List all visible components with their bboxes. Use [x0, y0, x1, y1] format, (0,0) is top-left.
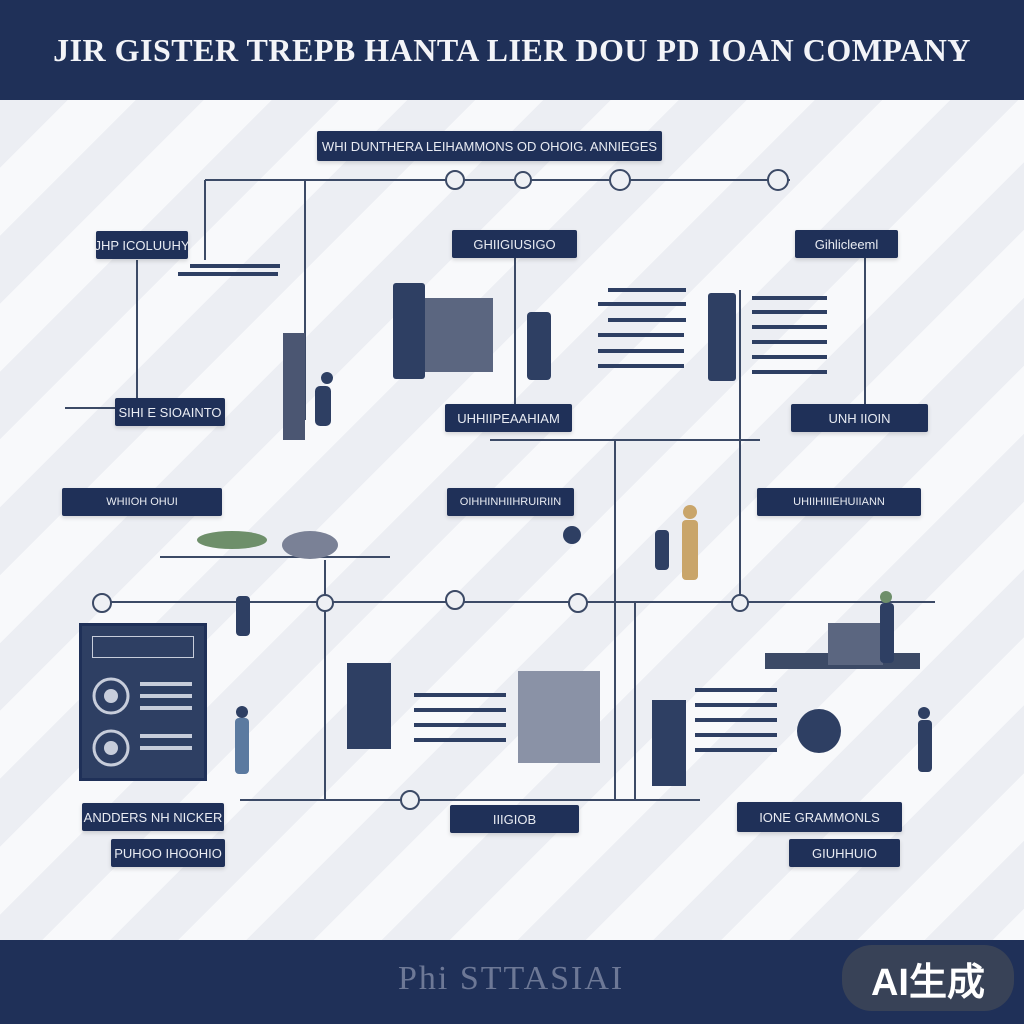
people-figures — [235, 372, 932, 774]
gear-icon-core — [104, 741, 118, 755]
text-line — [608, 288, 686, 292]
panel-graphics — [92, 677, 192, 767]
text-line — [598, 364, 684, 368]
phone-icon-1 — [393, 283, 425, 379]
node-7 — [445, 590, 465, 610]
label-top-center: GHIIGIUSIGO — [452, 230, 577, 258]
top-banner: WHI DUNTHERA LEIHAMMONS OD OHOIG. ANNIEG… — [317, 131, 662, 161]
node-10 — [400, 790, 420, 810]
label-top-left: JHP ICOLUUHY — [96, 231, 188, 259]
person-icon — [880, 603, 894, 663]
label-lower-left: WHIIOH OHUI — [62, 488, 222, 516]
connector-lines — [65, 179, 935, 801]
label-bottom-center: IIIGIOB — [450, 805, 579, 833]
node-3 — [609, 169, 631, 191]
text-line — [598, 333, 684, 337]
text-line — [752, 340, 827, 344]
text-line — [414, 708, 506, 712]
text-line — [752, 355, 827, 359]
text-line — [190, 264, 280, 268]
text-line — [414, 723, 506, 727]
person-icon — [918, 720, 932, 772]
person-icon — [235, 718, 249, 774]
node-1 — [445, 170, 465, 190]
node-6 — [316, 594, 334, 612]
document-icon-2 — [652, 700, 686, 786]
text-line — [695, 748, 777, 752]
text-line — [608, 318, 686, 322]
label-lower-center: OIHHINHIIHRUIRIIN — [447, 488, 574, 516]
ai-generated-badge: AI生成 — [842, 945, 1014, 1011]
laptop-icon — [828, 623, 883, 665]
person-icon — [682, 520, 698, 580]
globe-icon — [797, 709, 841, 753]
gear-icon — [92, 729, 130, 767]
text-line — [752, 296, 827, 300]
person-icon — [321, 372, 333, 384]
text-line — [140, 694, 192, 698]
panel-header-bar — [92, 636, 194, 658]
person-icon — [683, 505, 697, 519]
header-bar: JIR GISTER TREPB HANTA LIER DOU PD IOAN … — [0, 0, 1024, 100]
plant-icon-1 — [197, 531, 267, 549]
text-line — [140, 706, 192, 710]
image-block-1 — [425, 298, 493, 372]
person-icon — [563, 526, 581, 544]
text-line — [752, 310, 827, 314]
map-icon — [518, 671, 600, 763]
text-line — [414, 693, 506, 697]
label-bottom-left-2: PUHOO IHOOHIO — [111, 839, 225, 867]
cloud-icon-1 — [282, 531, 338, 559]
person-icon — [918, 707, 930, 719]
label-lower-right: UHIIHIIIEHUIIANN — [757, 488, 921, 516]
text-line — [414, 738, 506, 742]
text-line — [140, 682, 192, 686]
text-line — [695, 703, 777, 707]
document-icons — [197, 283, 920, 786]
label-bottom-right-2: GIUHHUIO — [789, 839, 900, 867]
text-line-groups — [178, 264, 827, 752]
text-line — [598, 302, 686, 306]
node-2 — [514, 171, 532, 189]
label-mid-center: UHHIIPEAAHIAM — [445, 404, 572, 432]
label-mid-left: SIHI E SIOAINTO — [115, 398, 225, 426]
phone-icon-3 — [708, 293, 736, 381]
info-panel — [79, 623, 207, 781]
text-line — [598, 349, 684, 353]
node-5 — [92, 593, 112, 613]
text-line — [178, 272, 278, 276]
text-line — [695, 688, 777, 692]
document-icon-1 — [347, 663, 391, 749]
text-line — [695, 733, 777, 737]
label-bottom-left: ANDDERS NH NICKER — [82, 803, 224, 831]
text-line — [752, 370, 827, 374]
person-icon — [880, 591, 892, 603]
label-mid-right: UNH IIOIN — [791, 404, 928, 432]
person-icon — [655, 530, 669, 570]
settings-icon-core — [104, 689, 118, 703]
text-line — [695, 718, 777, 722]
phone-icon-2 — [527, 312, 551, 380]
connector-nodes — [92, 169, 789, 810]
text-line — [752, 325, 827, 329]
text-line — [140, 746, 192, 750]
node-9 — [731, 594, 749, 612]
top-banner-text: WHI DUNTHERA LEIHAMMONS OD OHOIG. ANNIEG… — [321, 138, 658, 154]
label-top-right: Gihlicleeml — [795, 230, 898, 258]
person-icon — [236, 706, 248, 718]
node-8 — [568, 593, 588, 613]
text-line — [140, 734, 192, 738]
node-4 — [767, 169, 789, 191]
person-icon — [315, 386, 331, 426]
person-icon — [236, 596, 250, 636]
label-bottom-right: IONE GRAMMONLS — [737, 802, 902, 832]
footer-text: Phi STTASIAI — [398, 960, 625, 997]
tower-icon — [283, 333, 305, 440]
settings-icon — [92, 677, 130, 715]
page-title: JIR GISTER TREPB HANTA LIER DOU PD IOAN … — [53, 31, 971, 68]
